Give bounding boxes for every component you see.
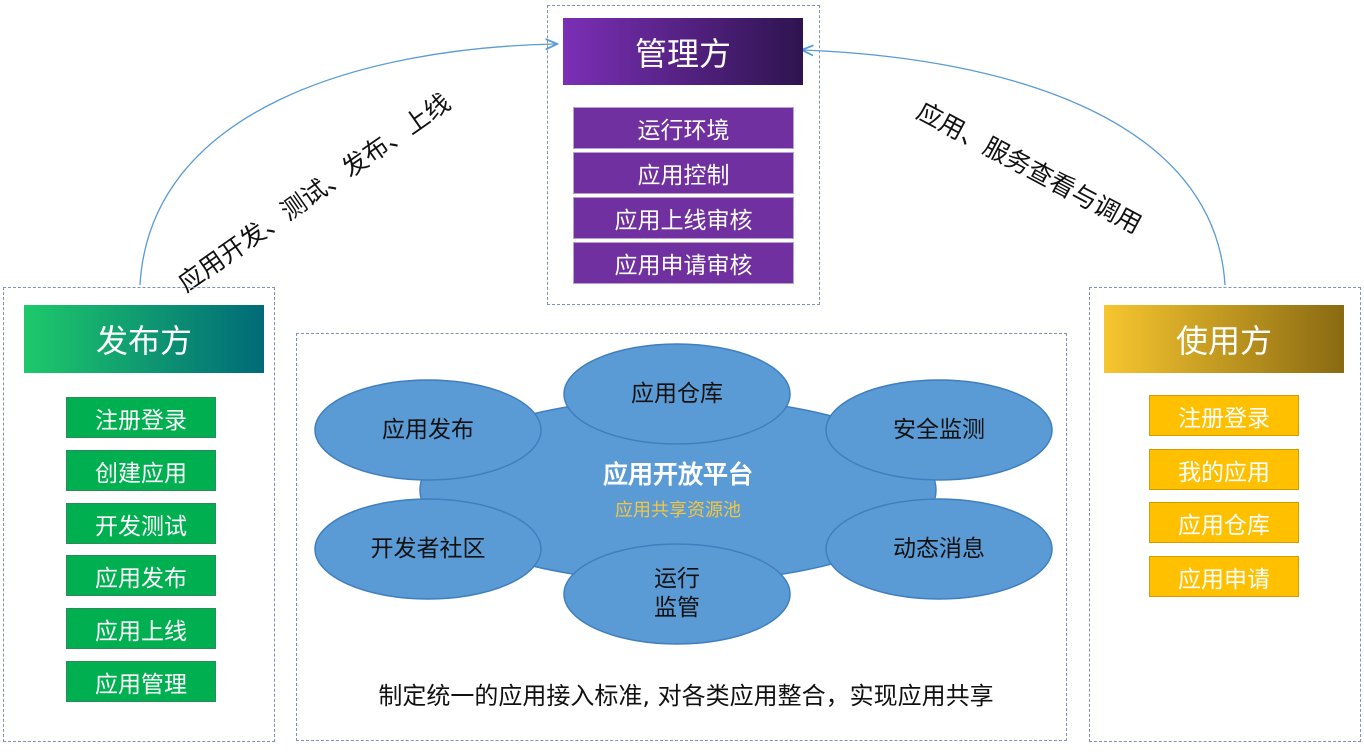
user-panel: [1089, 287, 1361, 742]
module-security-monitor-ellipse: [825, 379, 1053, 481]
user-item-my-apps: 我的应用: [1149, 449, 1299, 490]
module-dev-community-ellipse: [314, 498, 542, 600]
publisher-header: 发布方: [24, 305, 264, 373]
module-security-monitor-label: 安全监测: [893, 416, 985, 443]
manager-item-runtime: 运行环境: [573, 107, 794, 149]
module-dynamic-news-label: 动态消息: [893, 535, 985, 562]
user-item-register: 注册登录: [1149, 395, 1299, 436]
module-dynamic-news-ellipse: [825, 498, 1053, 600]
user-item-warehouse: 应用仓库: [1149, 502, 1299, 543]
module-app-warehouse-label: 应用仓库: [631, 380, 723, 407]
module-app-publish-ellipse: [314, 379, 542, 481]
manager-item-apply-review: 应用申请审核: [573, 242, 794, 284]
platform-panel: [296, 333, 1067, 741]
manager-header: 管理方: [563, 18, 803, 85]
publisher-item-manage: 应用管理: [66, 661, 216, 702]
manager-item-launch-review: 应用上线审核: [573, 197, 794, 239]
publisher-item-launch: 应用上线: [66, 608, 216, 649]
publisher-item-dev-test: 开发测试: [66, 503, 216, 544]
publisher-item-register: 注册登录: [66, 397, 216, 438]
publisher-panel: [3, 287, 275, 742]
module-run-supervise-ellipse: [563, 543, 791, 645]
manager-item-app-control: 应用控制: [573, 152, 794, 194]
publisher-item-create-app: 创建应用: [66, 450, 216, 491]
module-app-warehouse-ellipse: [563, 343, 791, 445]
publisher-item-publish: 应用发布: [66, 555, 216, 596]
platform-title: 应用开放平台: [602, 460, 753, 490]
module-app-publish-label: 应用发布: [382, 416, 474, 443]
manager-panel: [547, 5, 820, 305]
left-arc-arrow: [139, 44, 556, 286]
user-header: 使用方: [1104, 305, 1344, 373]
platform-footer: 制定统一的应用接入标准, 对各类应用整合，实现应用共享: [378, 682, 994, 710]
platform-subtitle: 应用共享资源池: [615, 499, 741, 521]
right-arc-arrow: [803, 50, 1226, 286]
module-run-supervise-label: 运行 监管: [654, 566, 700, 621]
user-item-apply: 应用申请: [1149, 556, 1299, 597]
module-dev-community-label: 开发者社区: [370, 535, 486, 562]
